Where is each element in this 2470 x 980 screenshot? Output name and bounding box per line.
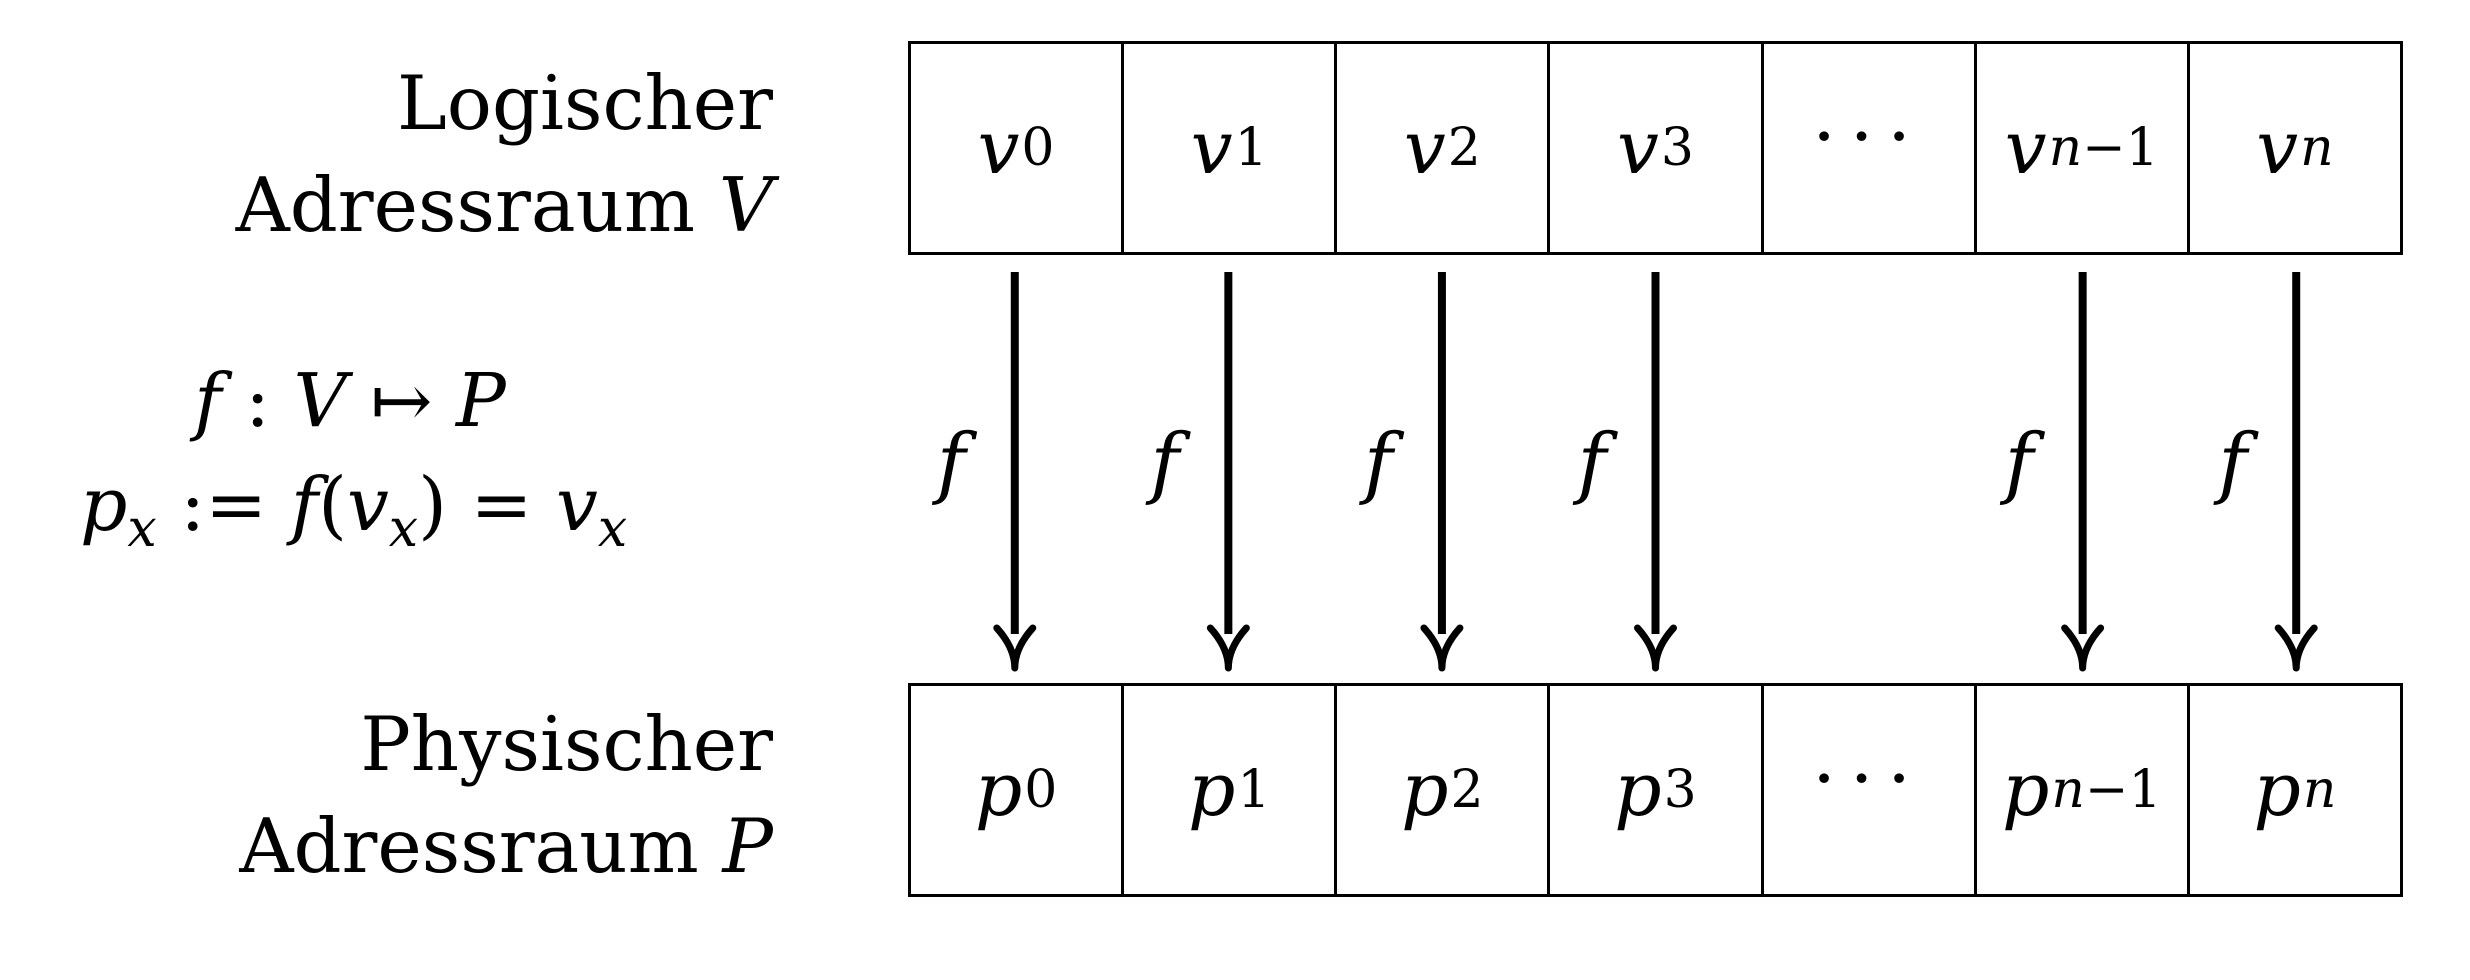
logical-cell-subscript-index: 3 [1660,118,1694,178]
logical-label-symbol: V [718,161,773,249]
arrow-label-f: f [936,418,966,508]
mapping-arrow-head [1420,624,1464,672]
formula-rhs-sub: x [597,498,628,559]
physical-cell-subscript-var: n [2302,760,2337,820]
formula-arg-sub: x [388,498,419,559]
logical-cell-subscript-index: 0 [1021,118,1055,178]
formula-rhs-base: v [556,462,598,548]
logical-cell-subscript-index: 2 [1447,118,1481,178]
physical-cell-ellipsis: ··· [1764,686,1977,894]
mapping-arrow-head [1634,624,1677,672]
physical-cell-base: p [1614,747,1662,833]
logical-cell-subscript-index: 1 [1234,118,1268,178]
mapping-arrow-head [1206,624,1250,672]
mapping-definition: px := f(vx) = vx [80,462,627,559]
logical-cell-subscript-index: −1 [2082,118,2159,178]
logical-cell-base: v [1403,105,1446,191]
logical-cell-base: v [1190,105,1233,191]
formula-equals: = [446,462,557,548]
logical-address-space-label: Logischer Adressraum V [236,52,773,256]
physical-cell-base: p [1401,747,1449,833]
physical-cell-base: p [2253,747,2301,833]
formula-f: f [194,358,222,444]
physical-cell-base: p [2002,747,2050,833]
logical-label-line2: Adressraum V [236,154,773,256]
physical-cell-base: p [974,747,1023,833]
physical-cell-base: p [1187,747,1236,833]
formula-open-paren: ( [318,462,347,548]
logical-cell-subscript-var: n [2300,118,2334,178]
arrow-label-f: f [1577,418,1607,508]
arrow-label-f: f [2004,418,2034,508]
physical-cell-subscript-index: 0 [1024,760,1058,820]
formula-f2: f [290,462,319,548]
mapping-arrow-head [993,624,1037,672]
logical-cell-base: v [1617,105,1659,191]
formula-arg-base: v [346,462,389,548]
mapping-arrow-head [2274,624,2318,672]
formula-mapsto: ↦ [346,358,457,444]
physical-label-symbol: P [722,802,773,890]
formula-colon: : [221,358,294,444]
physical-cell-subscript-var: n [2051,760,2085,820]
mapping-arrow-head [2061,624,2105,672]
logical-cell-base: v [2256,105,2299,191]
physical-label-prefix: Adressraum [239,802,699,890]
physical-label-line1: Physischer [360,700,773,788]
formula-lhs-sub: x [127,498,157,559]
physical-cell-subscript-index: 3 [1663,760,1697,820]
formula-domain: V [293,358,347,444]
arrow-label-f: f [1363,418,1393,508]
logical-cell-base: v [2004,105,2047,191]
mapping-signature: f : V ↦ P [80,358,620,444]
formula-close-paren: ) [418,462,447,548]
arrow-label-f: f [2218,418,2248,508]
logical-cell-ellipsis: ··· [1764,44,1977,252]
physical-address-space-label: Physischer Adressraum P [239,693,773,897]
physical-label-line2: Adressraum P [239,795,773,897]
logical-cell-subscript-var: n [2048,118,2083,178]
arrow-label-f: f [1150,418,1180,508]
logical-label-prefix: Adressraum [235,161,695,249]
physical-cell-subscript-index: 2 [1450,760,1484,820]
physical-cell-subscript-index: −1 [2084,760,2162,820]
physical-cell-subscript-index: 1 [1237,760,1271,820]
logical-label-line1: Logischer [397,59,773,147]
logical-cell-base: v [977,105,1020,191]
formula-assign: := [156,462,291,548]
formula-lhs-base: p [80,462,128,548]
formula-codomain: P [456,358,506,444]
